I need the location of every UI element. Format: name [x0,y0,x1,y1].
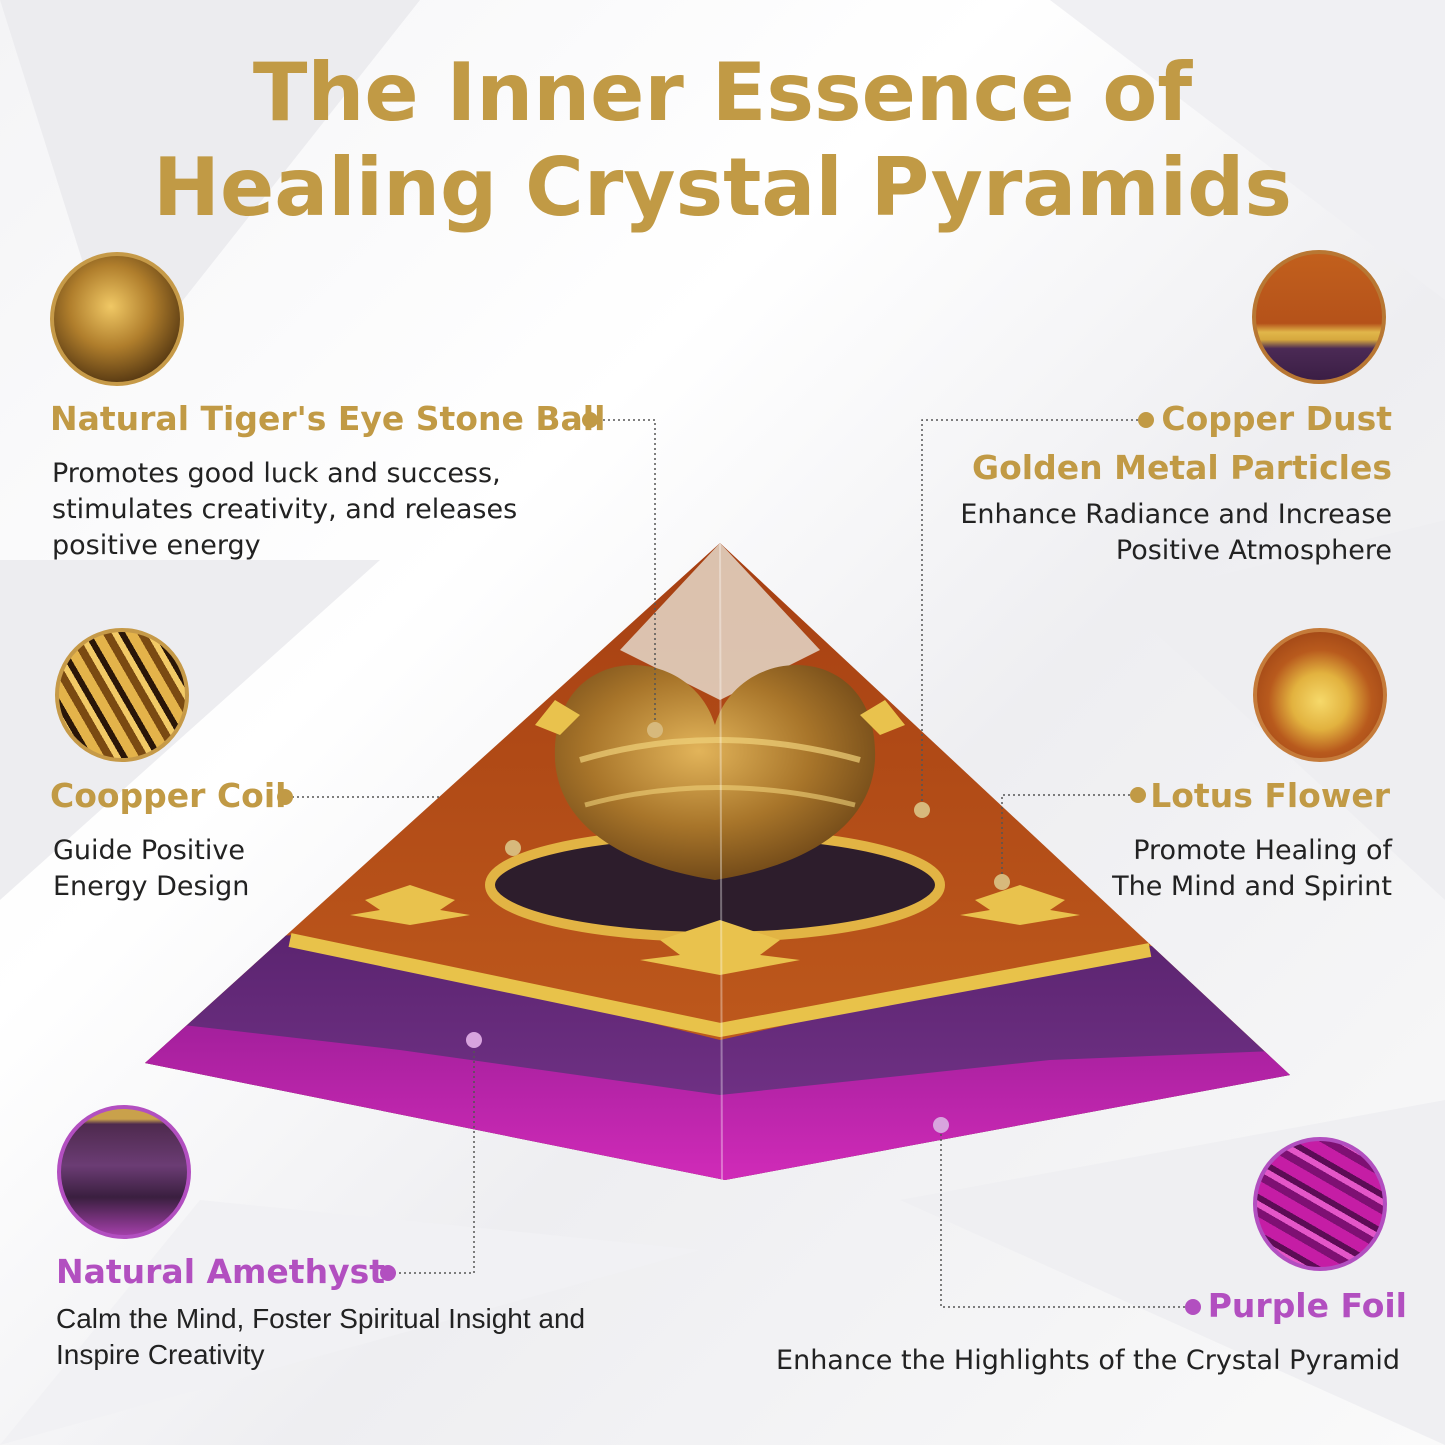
copper-dust-desc-line-1: Enhance Radiance and Increase [960,499,1392,530]
tiger-eye-dot [582,412,598,428]
lotus-flower-thumbnail [1253,628,1387,762]
purple-foil-desc-line-1: Enhance the Highlights of the Crystal Py… [776,1345,1400,1376]
copper-coil-heading: Coopper Coil [50,776,287,815]
copper-dust-desc-line-2: Positive Atmosphere [1115,535,1392,566]
amethyst-dot [380,1265,396,1281]
copper-coil-thumbnail [55,628,189,762]
amethyst-desc-line-1: Calm the Mind, Foster Spiritual Insight … [56,1303,586,1334]
tiger-eye-desc-line-3: positive energy [52,530,261,561]
page-title-line-2: Healing Crystal Pyramids [153,141,1292,234]
lotus-flower-heading: Lotus Flower [1150,776,1390,815]
purple-foil-dot [1185,1299,1201,1315]
lotus-flower-desc-line-1: Promote Healing of [1133,835,1392,866]
page-title-line-1: The Inner Essence of [252,46,1193,139]
tiger-eye-heading: Natural Tiger's Eye Stone Ball [50,399,606,438]
copper-dust-dot [1138,412,1154,428]
amethyst-heading: Natural Amethyst [56,1252,386,1291]
tiger-eye-desc-line-1: Promotes good luck and success, [52,458,501,489]
tiger-eye-thumbnail [50,252,184,386]
copper-dust-heading-line-1: Copper Dust [1161,399,1392,438]
lotus-flower-desc-line-2: The Mind and Spirint [1112,871,1392,902]
copper-dust-heading-line-2: Golden Metal Particles [972,448,1392,487]
copper-coil-desc-line-2: Energy Design [53,871,250,902]
lotus-flower-dot [1130,787,1146,803]
purple-foil-heading: Purple Foil [1207,1286,1407,1325]
copper-dust-thumbnail [1252,250,1386,384]
copper-coil-dot [277,789,293,805]
purple-foil-thumbnail [1253,1137,1387,1271]
tiger-eye-desc-line-2: stimulates creativity, and releases [52,494,518,525]
amethyst-desc-line-2: Inspire Creativity [56,1339,265,1370]
amethyst-thumbnail [57,1105,191,1239]
copper-coil-desc-line-1: Guide Positive [53,835,245,866]
